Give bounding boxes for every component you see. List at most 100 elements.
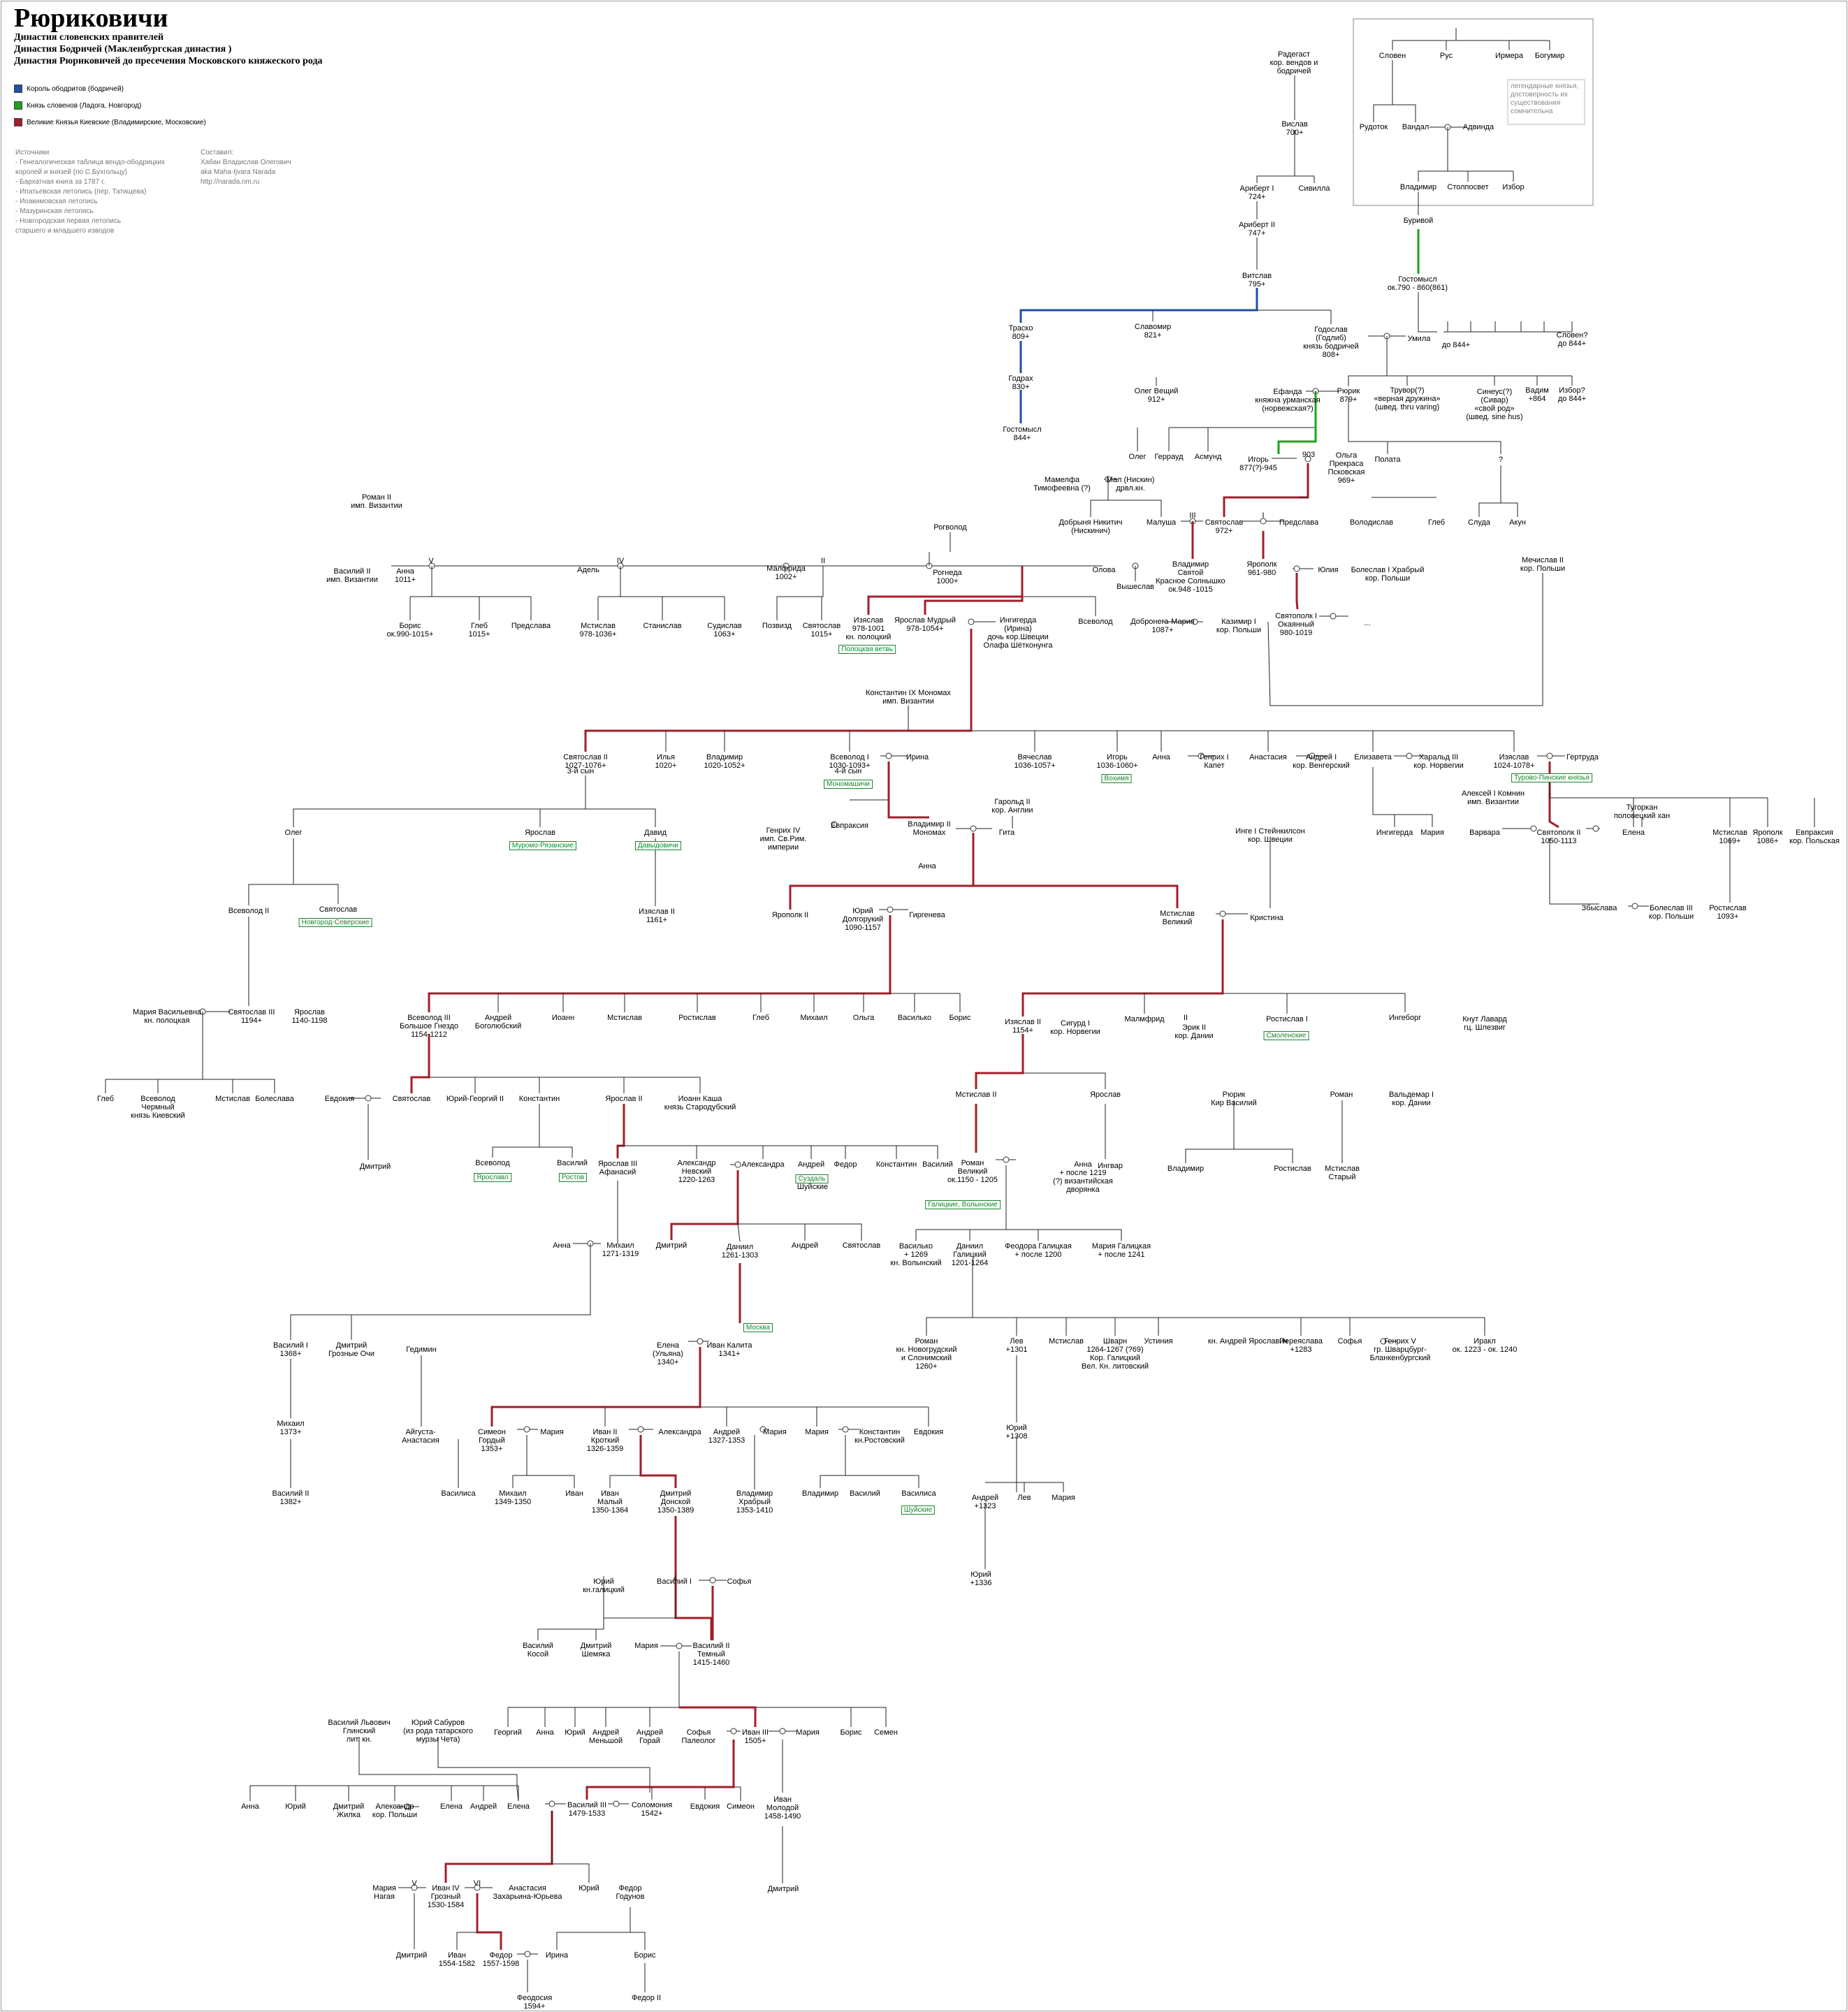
- person-node: Василий Львович Глинский лит. кн.: [328, 1719, 391, 1744]
- person-node: Мария Васильевна кн. полоцкая: [132, 1008, 202, 1025]
- person-node: Рогнеда 1000+: [933, 569, 962, 585]
- person-node: Мария: [1420, 829, 1444, 837]
- person-node: Изяслав II 1154+: [1005, 1018, 1041, 1035]
- person-node: Иван 1554-1582: [438, 1951, 476, 1968]
- person-node: Михаил: [800, 1014, 828, 1022]
- person-node: Алексей I Комнин имп. Византии: [1461, 789, 1525, 806]
- person-node: Юрий-Георгий II: [446, 1095, 504, 1103]
- person-node: Ингвар: [1098, 1162, 1123, 1170]
- marriage-marker: [1380, 1338, 1387, 1345]
- tree-line: [1023, 1072, 1106, 1089]
- person-node: V: [412, 1879, 417, 1888]
- person-node: ...: [1364, 619, 1371, 627]
- person-node: Ирина: [905, 753, 929, 761]
- person-node: Устиния: [1144, 1337, 1173, 1346]
- person-node: Федор: [834, 1160, 857, 1169]
- person-node: Славомир 821+: [1134, 323, 1172, 340]
- marriage-marker: [697, 1338, 704, 1345]
- person-node: Ингеборг: [1388, 1014, 1422, 1022]
- tree-line: [456, 1932, 477, 1950]
- person-node: Добронега-Мария 1087+: [1130, 618, 1195, 634]
- person-node: Феодора Галицкая + после 1200: [1005, 1242, 1072, 1259]
- marriage-marker: [779, 1728, 786, 1735]
- person-node: Илья 1020+: [655, 753, 677, 770]
- page-title: Рюриковичи: [14, 3, 168, 33]
- tree-line: [1348, 336, 1388, 386]
- tree-line: [1501, 502, 1518, 517]
- person-node: Дмитрий: [767, 1885, 799, 1893]
- person-node: Василиса: [901, 1489, 936, 1498]
- branch-tag: Галицкие, Волынские: [925, 1200, 1001, 1209]
- marriage-marker: [1003, 1156, 1010, 1163]
- person-node: Андрей: [791, 1241, 819, 1250]
- marriage-marker: [783, 562, 790, 569]
- marriage-marker: [734, 1161, 741, 1168]
- tree-line: [444, 1811, 553, 1883]
- person-node: Кристина: [1250, 914, 1283, 922]
- legend-label: Великие Князья Киевские (Владимирские, М…: [27, 118, 206, 126]
- tree-line: [1223, 993, 1406, 1012]
- legend-swatch: [14, 85, 22, 93]
- person-node: Ярослав Мудрый 978-1054+: [894, 616, 956, 633]
- person-node: Евдокия: [324, 1095, 355, 1103]
- person-node: Елизавета: [1354, 753, 1392, 761]
- person-node: Симеон Гордый 1353+: [478, 1428, 506, 1453]
- person-node: Лев +1301: [1005, 1337, 1028, 1354]
- person-node: I: [1262, 511, 1265, 520]
- person-node: Елена: [1622, 829, 1645, 837]
- person-node: Анна: [1152, 753, 1170, 761]
- person-node: Андрей Меньшой: [588, 1728, 623, 1745]
- tree-line: [551, 1811, 590, 1883]
- person-node: Софья: [727, 1577, 752, 1586]
- person-node: кн. Андрей Ярославич: [1207, 1337, 1288, 1346]
- tree-line: [1478, 465, 1501, 517]
- marriage-marker: [523, 1426, 530, 1433]
- marriage-marker: [831, 821, 838, 828]
- tree-line: [585, 808, 656, 827]
- branch-tag: Вохимя: [1101, 774, 1132, 783]
- person-node: Асмунд: [1194, 453, 1222, 461]
- person-node: Ярослав: [1089, 1091, 1121, 1099]
- branch-tag: Москва: [743, 1323, 773, 1332]
- person-node: Давид: [644, 829, 667, 837]
- person-node: Андрей: [797, 1160, 825, 1169]
- person-node: Владимир Храбрый 1353-1410: [736, 1489, 773, 1515]
- person-node: II: [820, 557, 826, 565]
- person-node: Малмфрид: [1124, 1015, 1165, 1023]
- person-node: Мстислав 1069+: [1712, 829, 1747, 845]
- person-node: Юрий +1308: [1005, 1424, 1028, 1441]
- person-node: Семен: [874, 1728, 898, 1737]
- tree-line: [1295, 175, 1315, 183]
- tree-line: [1277, 391, 1317, 454]
- person-node: Мария: [634, 1642, 658, 1650]
- person-node: Мстислав 978-1036+: [579, 622, 617, 639]
- legend-label: Князь словенов (Ладога, Новгород): [27, 101, 142, 110]
- branch-tag: Ростов: [558, 1173, 588, 1182]
- tree-line: [616, 1104, 625, 1158]
- person-node: Олова: [1092, 566, 1116, 574]
- person-node: Константин: [875, 1160, 917, 1169]
- person-node: Владимир 1020-1052+: [704, 753, 745, 770]
- person-node: Мечислав II кор. Польши: [1520, 556, 1566, 573]
- tree-line: [1223, 463, 1309, 517]
- branch-tag: Суздаль: [795, 1174, 829, 1183]
- person-node: Василий III 1479-1533: [567, 1801, 607, 1818]
- tree-line: [1021, 566, 1096, 616]
- tree-line: [924, 566, 1024, 615]
- person-node: Игорь 877(?)-945: [1239, 455, 1277, 472]
- person-node: Андрей Боголюбский: [474, 1014, 522, 1030]
- person-node: Дмитрий: [395, 1951, 428, 1960]
- tree-line: [1373, 814, 1433, 827]
- tree-line: [410, 1034, 430, 1093]
- marriage-marker: [613, 1800, 620, 1807]
- person-node: Ростислав 1093+: [1709, 904, 1747, 921]
- person-node: Всеволод: [475, 1159, 510, 1167]
- person-node: Олег: [1128, 453, 1147, 461]
- person-node: Святослав III 1194+: [228, 1008, 275, 1025]
- marriage-marker: [1191, 618, 1198, 625]
- legend-swatch: [14, 101, 22, 110]
- tree-line: [1418, 292, 1437, 333]
- branch-tag: Давыдовичи: [635, 841, 681, 850]
- marriage-marker: [474, 1884, 481, 1891]
- person-node: Роман Великий ок.1150 - 1205: [947, 1159, 998, 1184]
